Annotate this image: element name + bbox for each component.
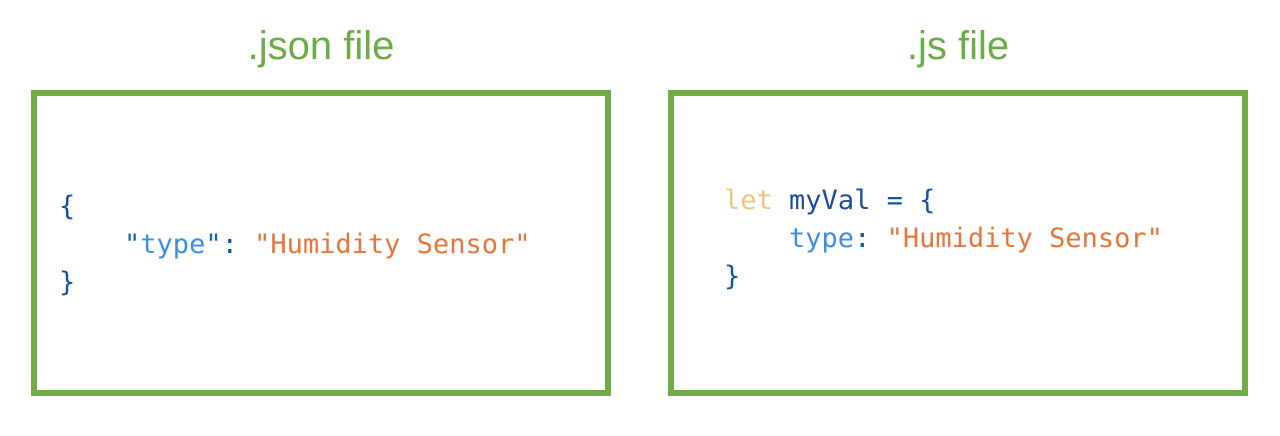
json-line2-indent <box>59 229 124 260</box>
js-line1-space <box>773 185 789 216</box>
json-string-value: "Humidity Sensor" <box>254 229 531 260</box>
json-key-colon: : <box>221 229 238 260</box>
js-code-line-3: } <box>724 258 1242 296</box>
js-assignment-open-brace: = { <box>870 185 936 216</box>
json-file-panel: .json file { "type": "Humidity Sensor"} <box>31 0 611 436</box>
js-variable-name: myVal <box>789 185 871 216</box>
json-key-close-quote: " <box>205 229 222 260</box>
js-string-value: "Humidity Sensor" <box>886 223 1163 254</box>
json-panel-title: .json file <box>247 24 395 68</box>
json-key-name: type <box>140 229 206 260</box>
js-line2-indent <box>724 223 789 254</box>
json-code-content: { "type": "Humidity Sensor"} <box>37 96 605 390</box>
json-key-open-quote: " <box>124 229 141 260</box>
json-code-line-1: { <box>59 188 605 226</box>
json-key-space <box>238 229 254 260</box>
json-code-line-3: } <box>59 264 605 302</box>
js-close-brace: } <box>724 261 741 292</box>
json-close-brace: } <box>59 267 76 298</box>
js-code-box: let myVal = { type: "Humidity Sensor"} <box>668 90 1248 396</box>
js-panel-title: .js file <box>906 24 1010 68</box>
json-code-line-2: "type": "Humidity Sensor" <box>59 226 605 264</box>
js-code-line-1: let myVal = { <box>724 182 1242 220</box>
js-code-line-2: type: "Humidity Sensor" <box>724 220 1242 258</box>
js-let-keyword: let <box>724 185 773 216</box>
js-key-name: type <box>789 223 855 254</box>
json-code-box: { "type": "Humidity Sensor"} <box>31 90 611 396</box>
js-code-content: let myVal = { type: "Humidity Sensor"} <box>674 96 1242 390</box>
js-key-space <box>870 223 886 254</box>
js-file-panel: .js file let myVal = { type: "Humidity S… <box>668 0 1248 436</box>
js-key-colon: : <box>854 223 871 254</box>
json-open-brace: { <box>59 191 76 222</box>
